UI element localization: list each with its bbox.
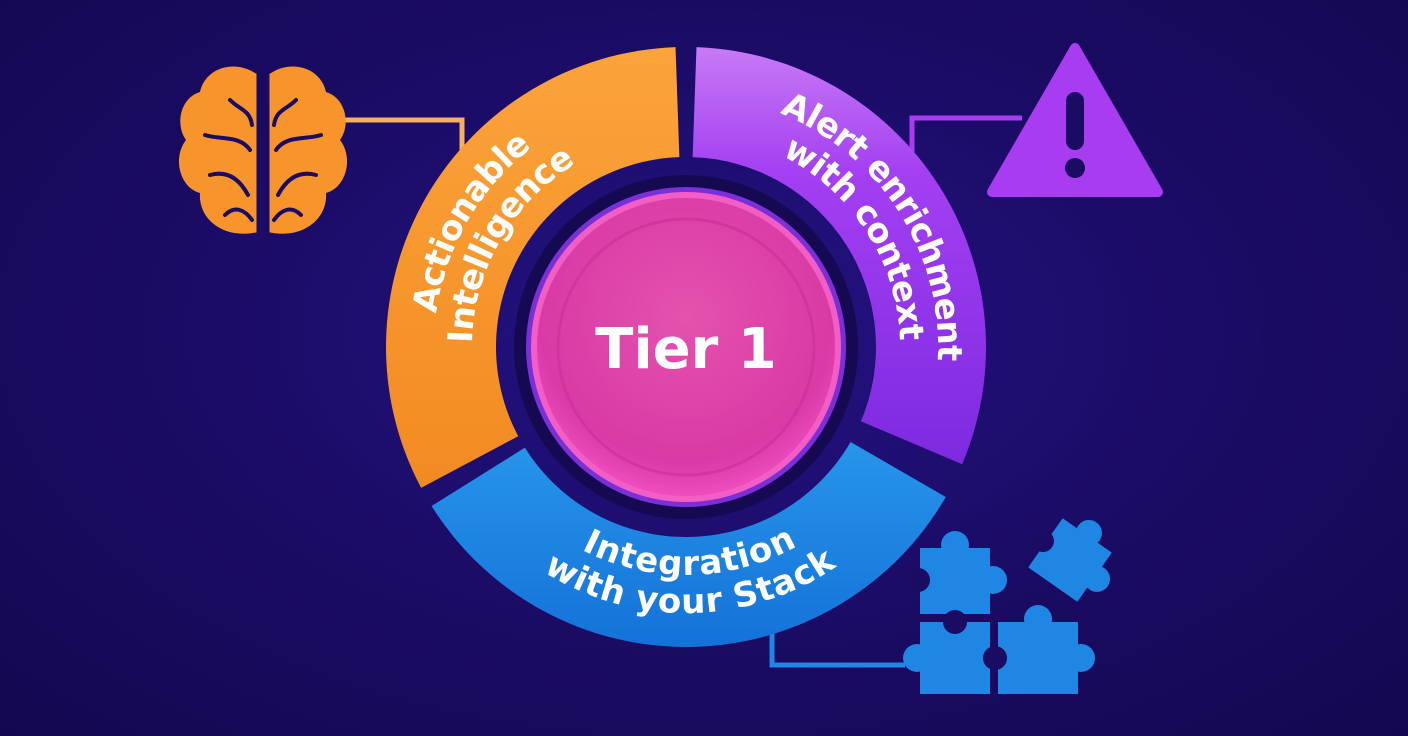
warning-connector-line — [909, 115, 1022, 152]
warning-triangle-icon — [987, 43, 1163, 197]
puzzle-connector-line — [769, 622, 905, 668]
center-label: Tier 1 — [595, 317, 776, 382]
brain-icon — [178, 66, 348, 234]
segment-shape — [385, 47, 680, 488]
segment-shape — [431, 442, 946, 647]
brain-connector-line — [345, 117, 465, 152]
center-inner-rim — [556, 217, 816, 477]
puzzle-pieces-icon — [903, 518, 1112, 694]
segment-shape — [692, 47, 986, 465]
center-button — [531, 192, 841, 502]
